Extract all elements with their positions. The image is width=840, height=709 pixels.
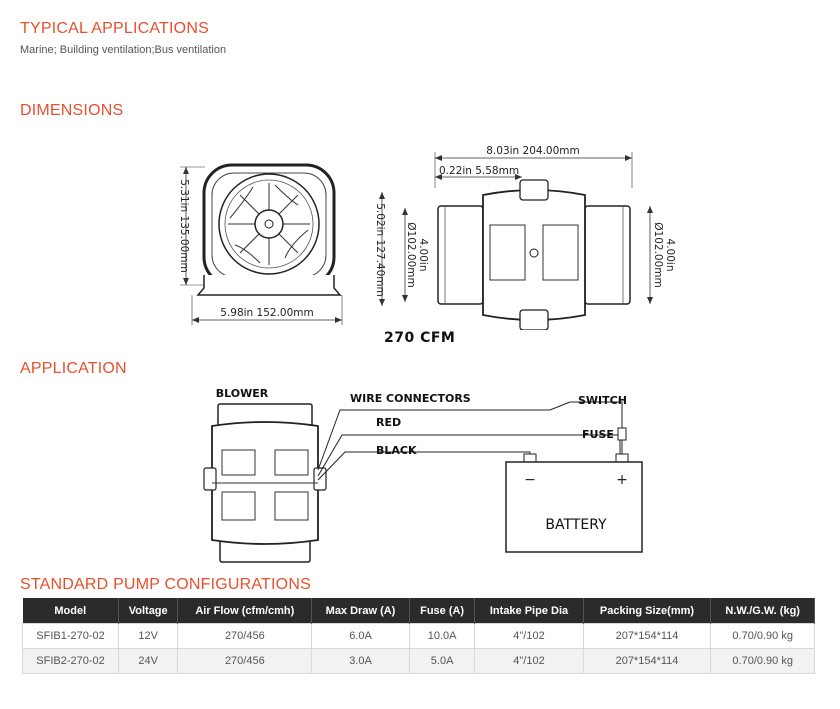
- cell-fuse: 10.0A: [408, 623, 476, 649]
- pipe-dia-right-mm: Ø102.00mm: [652, 222, 664, 287]
- table-row: SFIB2-270-02 24V 270/456 3.0A 5.0A 4"/10…: [21, 648, 815, 674]
- cfm-label: 270 CFM: [384, 330, 456, 346]
- black-wire-label: BLACK: [376, 444, 417, 457]
- cell-airflow: 270/456: [177, 623, 313, 649]
- cell-model: SFIB1-270-02: [21, 623, 120, 649]
- col-weight-header: N.W./G.W. (kg): [710, 598, 815, 624]
- blower-label: BLOWER: [216, 387, 269, 400]
- battery-label: BATTERY: [545, 517, 607, 533]
- red-wire-label: RED: [376, 416, 401, 429]
- col-voltage-header: Voltage: [118, 598, 179, 624]
- configurations-table: Model Voltage Air Flow (cfm/cmh) Max Dra…: [21, 598, 815, 674]
- fuse-label: FUSE: [582, 428, 614, 441]
- pipe-dia-left-in: 4.00in: [417, 239, 429, 272]
- switch-label: SWITCH: [578, 394, 627, 407]
- col-airflow-header: Air Flow (cfm/cmh): [177, 598, 313, 624]
- side-offset-label: 0.22in 5.58mm: [439, 165, 519, 177]
- side-length-label: 8.03in 204.00mm: [486, 145, 580, 157]
- cell-model: SFIB2-270-02: [21, 648, 120, 674]
- cell-weight: 0.70/0.90 kg: [710, 648, 815, 674]
- col-max-draw-header: Max Draw (A): [311, 598, 410, 624]
- cell-packing-size: 207*154*114: [582, 623, 712, 649]
- typical-applications-title: TYPICAL APPLICATIONS: [20, 20, 209, 37]
- front-height-label: 5.31in 135.00mm: [178, 179, 190, 273]
- cell-airflow: 270/456: [177, 648, 313, 674]
- col-intake-pipe-header: Intake Pipe Dia: [474, 598, 584, 624]
- cell-fuse: 5.0A: [408, 648, 476, 674]
- typical-applications-text: Marine; Building ventilation;Bus ventila…: [20, 44, 227, 56]
- cell-weight: 0.70/0.90 kg: [710, 623, 815, 649]
- pipe-dia-left-mm: Ø102.00mm: [405, 222, 417, 287]
- cell-max-draw: 3.0A: [311, 648, 410, 674]
- table-header-row: Model Voltage Air Flow (cfm/cmh) Max Dra…: [22, 598, 815, 624]
- battery-minus-label: −: [524, 472, 536, 488]
- front-view-drawing: 5.31in 135.00mm 5.98in 152.00mm: [178, 163, 343, 325]
- front-width-label: 5.98in 152.00mm: [220, 307, 314, 319]
- wiring-diagram: BLOWER WIRE CONNECTORS RED BLACK SWITCH …: [203, 387, 643, 563]
- cell-voltage: 12V: [118, 623, 179, 649]
- cell-intake-pipe: 4"/102: [474, 623, 584, 649]
- application-title: APPLICATION: [20, 360, 127, 377]
- wire-connectors-label: WIRE CONNECTORS: [350, 392, 471, 405]
- configurations-title: STANDARD PUMP CONFIGURATIONS: [20, 576, 311, 593]
- col-fuse-header: Fuse (A): [409, 598, 476, 624]
- side-view-drawing: 8.03in 204.00mm 0.22in 5.58mm 5.02in 127…: [374, 145, 676, 330]
- battery-plus-label: +: [616, 472, 628, 488]
- cell-intake-pipe: 4"/102: [474, 648, 584, 674]
- side-height-label: 5.02in 127.40mm: [374, 203, 386, 297]
- col-model-header: Model: [22, 598, 120, 624]
- table-row: SFIB1-270-02 12V 270/456 6.0A 10.0A 4"/1…: [21, 623, 815, 649]
- dimensions-title: DIMENSIONS: [20, 102, 124, 119]
- pipe-dia-right-in: 4.00in: [664, 239, 676, 272]
- cell-packing-size: 207*154*114: [582, 648, 712, 674]
- cell-max-draw: 6.0A: [311, 623, 410, 649]
- col-packing-size-header: Packing Size(mm): [583, 598, 712, 624]
- cell-voltage: 24V: [118, 648, 179, 674]
